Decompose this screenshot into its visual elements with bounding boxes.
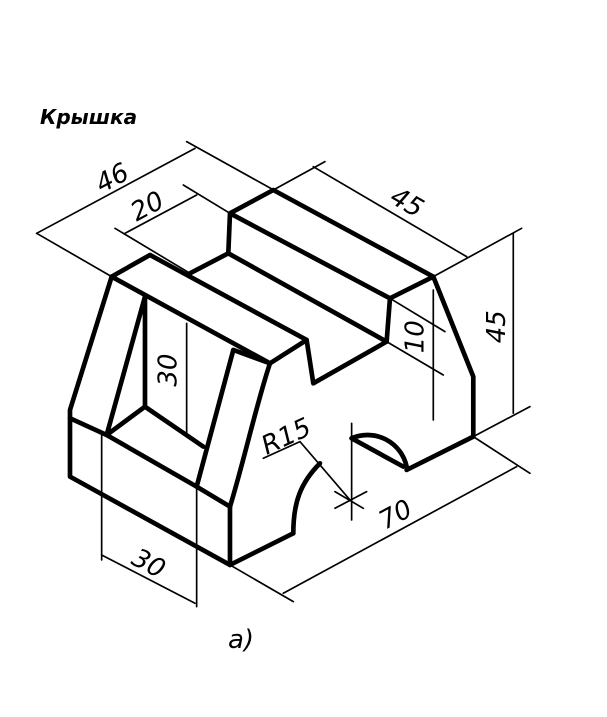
dim-46: 46 (91, 157, 134, 199)
dimension-lines (35, 140, 531, 608)
dim-45-height: 45 (482, 310, 512, 343)
dim-70: 70 (374, 494, 417, 536)
part-outline (67, 187, 476, 568)
dim-r15: R15 (257, 413, 316, 462)
figure-caption: a) (228, 625, 254, 655)
dim-30-opening-height: 30 (154, 354, 184, 387)
dim-30-opening-width: 30 (127, 543, 170, 585)
part-title: Крышка (40, 105, 137, 129)
dim-20: 20 (126, 186, 169, 228)
dim-45-top: 45 (385, 182, 429, 225)
dim-10: 10 (400, 320, 430, 353)
